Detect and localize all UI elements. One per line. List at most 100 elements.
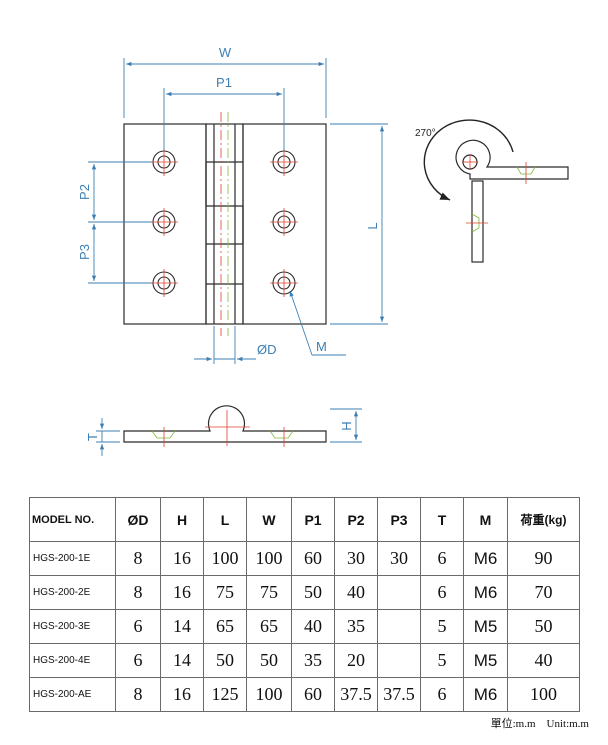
leader-m-label: M — [316, 339, 327, 354]
header-d: ØD — [115, 497, 161, 542]
cell-m: M5 — [463, 609, 508, 644]
header-p2: P2 — [334, 497, 378, 542]
cell-d: 8 — [115, 541, 161, 576]
cell-l: 100 — [203, 541, 247, 576]
cell-model: HGS-200-2E — [29, 575, 116, 610]
leader-m — [289, 290, 346, 356]
cell-d: 6 — [115, 643, 161, 678]
cell-h: 16 — [160, 575, 204, 610]
cell-t: 6 — [420, 541, 464, 576]
cell-l: 75 — [203, 575, 247, 610]
cell-model: HGS-200-1E — [29, 541, 116, 576]
table-row: HGS-200-1E 8 16 100 100 60 30 30 6 M6 90 — [29, 541, 580, 576]
cell-t: 5 — [420, 609, 464, 644]
cell-p3 — [377, 575, 421, 610]
dimension-w — [123, 58, 327, 118]
cell-w: 65 — [246, 609, 292, 644]
cell-h: 14 — [160, 643, 204, 678]
cell-h: 16 — [160, 677, 204, 712]
cell-w: 100 — [246, 541, 292, 576]
dimension-t — [96, 418, 120, 456]
header-w: W — [246, 497, 292, 542]
knuckle — [205, 123, 244, 325]
cell-model: HGS-200-4E — [29, 643, 116, 678]
cell-load: 70 — [507, 575, 580, 610]
front-view: W P1 P2 P3 L — [77, 45, 388, 364]
cell-t: 5 — [420, 643, 464, 678]
cell-m: M6 — [463, 541, 508, 576]
cell-p3 — [377, 643, 421, 678]
cell-m: M6 — [463, 575, 508, 610]
mounting-holes — [152, 150, 296, 295]
header-model-no: MODEL NO. — [29, 497, 116, 542]
dimension-l-label: L — [365, 222, 380, 229]
side-view-knuckle-leaf — [455, 139, 569, 180]
dimension-p2-p3 — [88, 161, 152, 284]
cell-load: 100 — [507, 677, 580, 712]
cell-model: HGS-200-3E — [29, 609, 116, 644]
header-h: H — [160, 497, 204, 542]
table-row: HGS-200-3E 6 14 65 65 40 35 5 M5 50 — [29, 609, 580, 644]
cell-p2: 40 — [334, 575, 378, 610]
cell-m: M6 — [463, 677, 508, 712]
cell-load: 50 — [507, 609, 580, 644]
dimension-h — [330, 408, 362, 443]
table-row: HGS-200-4E 6 14 50 50 35 20 5 M5 40 — [29, 643, 580, 678]
hinge-technical-drawing: W P1 P2 P3 L — [77, 45, 569, 456]
cell-p1: 60 — [291, 541, 335, 576]
dimension-w-label: W — [219, 45, 232, 60]
header-p3: P3 — [377, 497, 421, 542]
dimension-h-label: H — [339, 421, 354, 430]
cell-model: HGS-200-AE — [29, 677, 116, 712]
hole-crosshairs — [150, 148, 298, 297]
dimension-p2-label: P2 — [77, 184, 92, 200]
cell-p1: 35 — [291, 643, 335, 678]
cell-p3: 37.5 — [377, 677, 421, 712]
cell-p3 — [377, 609, 421, 644]
dimension-p1-label: P1 — [216, 75, 232, 90]
dimension-d — [194, 326, 256, 364]
cell-p2: 37.5 — [334, 677, 378, 712]
dimension-p1 — [163, 88, 285, 150]
cell-h: 14 — [160, 609, 204, 644]
edge-view-outline — [123, 405, 327, 443]
cell-l: 125 — [203, 677, 247, 712]
cell-w: 50 — [246, 643, 292, 678]
cell-t: 6 — [420, 677, 464, 712]
cell-t: 6 — [420, 575, 464, 610]
cell-m: M5 — [463, 643, 508, 678]
header-t: T — [420, 497, 464, 542]
cell-load: 40 — [507, 643, 580, 678]
side-view-folded-leaf — [471, 180, 484, 263]
cell-p2: 20 — [334, 643, 378, 678]
cell-w: 75 — [246, 575, 292, 610]
side-view: 270° — [415, 119, 569, 263]
cell-d: 8 — [115, 575, 161, 610]
dimension-p3-label: P3 — [77, 244, 92, 260]
spec-table-header-row: MODEL NO. ØD H L W P1 P2 P3 T M 荷重(kg) — [29, 497, 580, 542]
dimension-t-label: T — [85, 433, 100, 441]
edge-view: T H — [85, 405, 362, 456]
table-row: HGS-200-AE 8 16 125 100 60 37.5 37.5 6 M… — [29, 677, 580, 712]
cell-p1: 50 — [291, 575, 335, 610]
cell-d: 8 — [115, 677, 161, 712]
spec-table: MODEL NO. ØD H L W P1 P2 P3 T M 荷重(kg) H… — [29, 497, 580, 712]
rotation-arrow — [423, 119, 514, 201]
cell-p1: 40 — [291, 609, 335, 644]
cell-h: 16 — [160, 541, 204, 576]
cell-p1: 60 — [291, 677, 335, 712]
header-load: 荷重(kg) — [507, 497, 580, 542]
header-p1: P1 — [291, 497, 335, 542]
cell-d: 6 — [115, 609, 161, 644]
cell-w: 100 — [246, 677, 292, 712]
cell-load: 90 — [507, 541, 580, 576]
cell-p3: 30 — [377, 541, 421, 576]
rotation-angle-label: 270° — [415, 128, 436, 139]
table-row: HGS-200-2E 8 16 75 75 50 40 6 M6 70 — [29, 575, 580, 610]
cell-l: 65 — [203, 609, 247, 644]
cell-p2: 35 — [334, 609, 378, 644]
cell-p2: 30 — [334, 541, 378, 576]
cell-l: 50 — [203, 643, 247, 678]
unit-note: 單位:m.m Unit:m.m — [490, 718, 589, 730]
dimension-l — [330, 123, 388, 325]
